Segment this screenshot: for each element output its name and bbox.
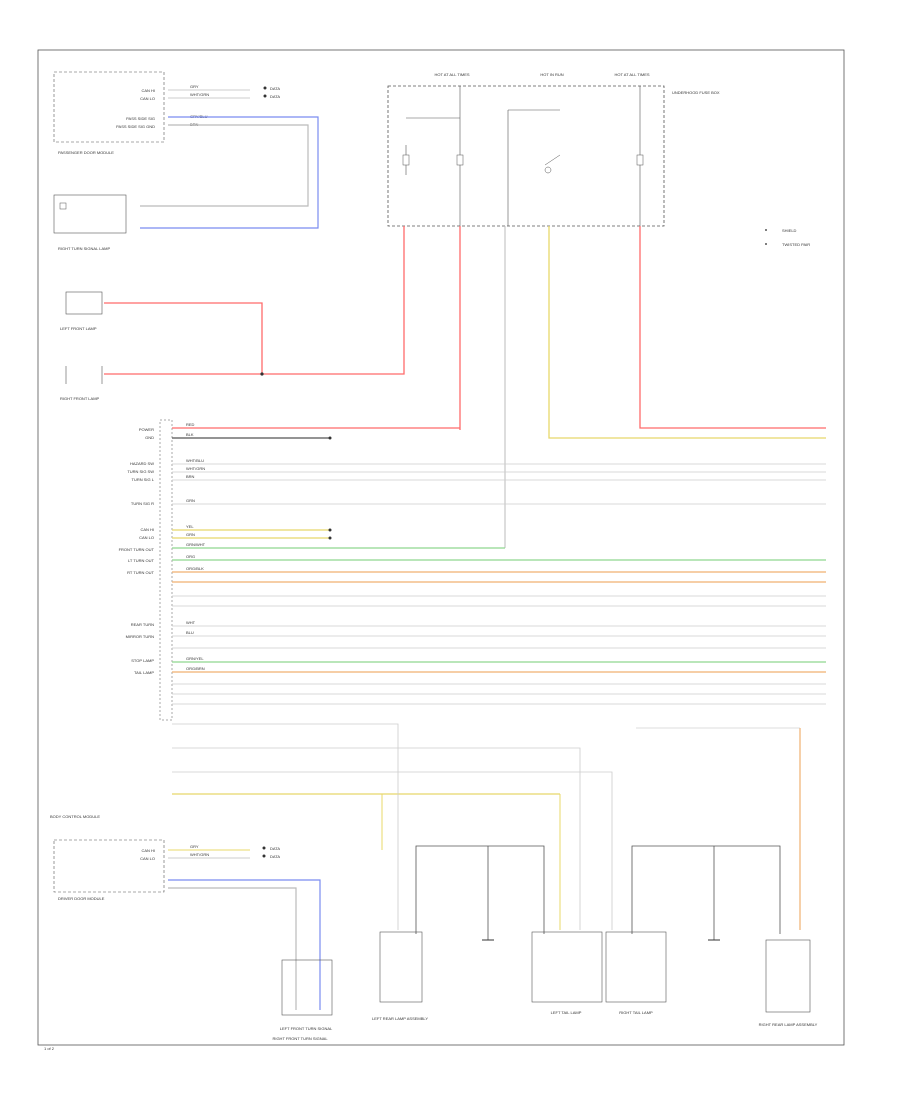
bottom-component-4: RIGHT TAIL LAMP: [619, 1010, 653, 1015]
fuse-icon-1: [402, 145, 410, 175]
passenger-pin-3-name: PASS SIDE SIG: [126, 116, 155, 121]
bottom-component-1: LEFT FRONT TURN SIGNAL: [280, 1026, 333, 1031]
passenger-module-outline: [53, 71, 165, 143]
passenger-pin-1-color: GRY: [190, 84, 199, 89]
driver-pin-1-color: GRY: [190, 844, 199, 849]
bcm-color-13: BLU: [186, 630, 194, 635]
relay-icon: [544, 154, 561, 174]
right-front-lamp-label: RIGHT FRONT LAMP: [60, 396, 100, 401]
bcm-color-5: BRN: [186, 474, 195, 479]
bottom-components: LEFT FRONT TURN SIGNAL LEFT REAR LAMP AS…: [272, 931, 818, 1041]
fuse-header-1: HOT AT ALL TIMES: [434, 72, 469, 77]
wire-gray-passenger: [140, 124, 309, 207]
left-front-lamp: LEFT FRONT LAMP: [60, 291, 103, 331]
bcm-pin-label-9: FRONT TURN OUT: [119, 547, 155, 552]
passenger-door-module: CAN HI CAN LO PASS SIDE SIG PASS SIDE SI…: [53, 71, 280, 155]
passenger-pin-2-tag: DATA: [270, 94, 280, 99]
bcm-color-9: GRN/WHT: [186, 542, 206, 547]
driver-pin-2-tag: DATA: [270, 854, 280, 859]
bcm-color-4: WHT/GRN: [186, 466, 205, 471]
lower-wiring: [296, 723, 801, 940]
bcm-color-3: WHT/BLU: [186, 458, 204, 463]
fuse-box: UNDERHOOD FUSE BOX: [387, 85, 720, 227]
wire-red-fuse-3: [639, 226, 826, 429]
passenger-pin-2-color: WHT/GRN: [190, 92, 209, 97]
bcm-outline: [159, 419, 173, 721]
left-rear-lamp-box: [379, 931, 423, 1003]
passenger-pin-2-name: CAN LO: [140, 96, 155, 101]
driver-module-outline: [53, 839, 165, 893]
bcm-harness: [172, 427, 826, 795]
fuse-icon-3: [636, 154, 644, 166]
right-rear-lamp-box: [765, 939, 811, 1013]
diagram-frame: [37, 49, 845, 1046]
passenger-module-label: PASSENGER DOOR MODULE: [58, 150, 114, 155]
bcm-pin-label-7: CAN HI: [140, 527, 154, 532]
bcm-pin-label-14: STOP LAMP: [131, 658, 154, 663]
passenger-pin-1-tag: DATA: [270, 86, 280, 91]
wire-red-right-front: [104, 226, 405, 375]
left-tail-lamp-box: [531, 931, 603, 1003]
bottom-component-3: LEFT TAIL LAMP: [551, 1010, 582, 1015]
driver-pin-1-name: CAN HI: [141, 848, 155, 853]
bcm-color-12: WHT: [186, 620, 196, 625]
bcm-color-1: RED: [186, 422, 195, 427]
wire-yellow-fuse: [548, 226, 826, 439]
bcm-pin-label-13: MIRROR TURN: [126, 634, 154, 639]
bcm-pin-label-5: TURN SIG L: [132, 477, 155, 482]
bcm-pin-label-6: TURN SIG R: [131, 501, 154, 506]
bottom-component-5: RIGHT REAR LAMP ASSEMBLY: [759, 1022, 818, 1027]
fuse-box-label: UNDERHOOD FUSE BOX: [672, 90, 720, 95]
bcm-pin-label-12: REAR TURN: [131, 622, 154, 627]
driver-door-module: CAN HI CAN LO DRIVER DOOR MODULE GRY WHT…: [53, 839, 280, 901]
bcm-pin-label-1: POWER: [139, 427, 154, 432]
bcm-pin-label-15: TAIL LAMP: [134, 670, 154, 675]
driver-pin-2-color: WHT/GRN: [190, 852, 209, 857]
wire-gray-driver: [168, 887, 297, 1010]
left-front-turn-signal-box: [281, 959, 333, 1016]
bcm-pin-label-8: CAN LO: [139, 535, 154, 540]
right-turn-signal-label: RIGHT TURN SIGNAL LAMP: [58, 246, 110, 251]
bottom-component-6: RIGHT FRONT TURN SIGNAL: [272, 1036, 328, 1041]
bcm-pin-label-2: GND: [145, 435, 154, 440]
passenger-pin-4-name: PASS SIDE SIG GND: [116, 124, 155, 129]
bcm-color-15: ORG/BRN: [186, 666, 205, 671]
bcm-color-2: BLK: [186, 432, 194, 437]
right-turn-signal-lamp: RIGHT TURN SIGNAL LAMP: [53, 194, 127, 251]
driver-pin-1-tag: DATA: [270, 846, 280, 851]
bcm-label: BODY CONTROL MODULE: [50, 814, 100, 819]
legend-item-1: SHIELD: [782, 228, 797, 233]
bcm-color-7: YEL: [186, 524, 194, 529]
bcm-color-8: GRN: [186, 532, 195, 537]
wire-red-left-front: [104, 302, 263, 374]
bcm-pin-label-10: LT TURN OUT: [128, 558, 155, 563]
fuse-box-outline: [387, 85, 665, 227]
fuse-headers: HOT AT ALL TIMES HOT IN RUN HOT AT ALL T…: [434, 72, 649, 77]
right-tail-lamp-box: [605, 931, 667, 1003]
fuse-header-3: HOT AT ALL TIMES: [614, 72, 649, 77]
legend-item-2: TWISTED PAIR: [782, 242, 810, 247]
bcm-pin-label-4: TURN SIG SW: [127, 469, 154, 474]
bcm-color-14: GRN/YEL: [186, 656, 204, 661]
right-front-lamp: RIGHT FRONT LAMP: [60, 366, 103, 401]
bcm-pin-label-3: HAZARD SW: [130, 461, 154, 466]
legend: SHIELD TWISTED PAIR: [765, 228, 810, 247]
driver-pin-2-name: CAN LO: [140, 856, 155, 861]
bcm-color-6: GRN: [186, 498, 195, 503]
footer-page: 1 of 2: [44, 1046, 55, 1051]
bottom-component-2: LEFT REAR LAMP ASSEMBLY: [372, 1016, 428, 1021]
left-front-lamp-label: LEFT FRONT LAMP: [60, 326, 97, 331]
bcm-wire-colors: RED BLK WHT/BLU WHT/GRN BRN GRN YEL GRN …: [186, 422, 206, 671]
body-control-module: POWER GND HAZARD SW TURN SIG SW TURN SIG…: [50, 419, 173, 819]
bcm-color-11: ORG/BLK: [186, 566, 204, 571]
fuse-icon-2: [456, 154, 464, 166]
bcm-pin-label-11: RT TURN OUT: [127, 570, 154, 575]
driver-module-label: DRIVER DOOR MODULE: [58, 896, 105, 901]
bcm-color-10: ORG: [186, 554, 195, 559]
fuse-header-2: HOT IN RUN: [540, 72, 563, 77]
wire-blue-driver: [168, 879, 321, 1010]
passenger-pin-1-name: CAN HI: [141, 88, 155, 93]
wire-blue-passenger: [140, 116, 319, 229]
